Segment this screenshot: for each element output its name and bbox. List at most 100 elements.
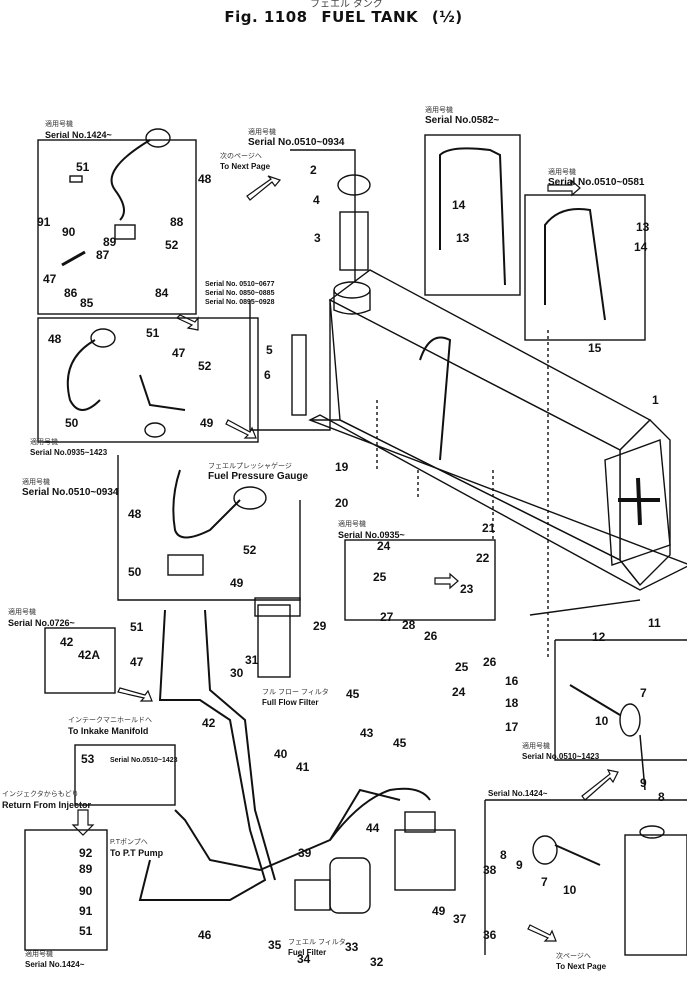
callout-part-15: 15 (588, 341, 602, 355)
callout-part-24a: 24 (377, 539, 391, 553)
callout-part-50b: 50 (128, 565, 142, 579)
figure-number: Fig. 1108 (224, 8, 308, 26)
callout-part-13a: 13 (456, 231, 470, 245)
callout-part-28: 28 (402, 618, 416, 632)
callout-part-53: 53 (81, 752, 95, 766)
inset-box-0726 (44, 627, 116, 694)
callout-part-21: 21 (482, 521, 496, 535)
inset-box-0510-0934 (117, 455, 301, 601)
callout-part-9b: 9 (516, 858, 523, 872)
callout-part-29: 29 (313, 619, 327, 633)
callout-part-18: 18 (505, 696, 519, 710)
callout-part-51b: 51 (146, 326, 160, 340)
inset-box-1424 (37, 139, 197, 315)
callout-part-10b: 10 (563, 883, 577, 897)
callout-part-23: 23 (460, 582, 474, 596)
serial-table: 適用号機 Serial No. 0510~0677 Serial No. 085… (205, 281, 275, 306)
callout-part-26a: 26 (424, 629, 438, 643)
callout-part-48c: 48 (128, 507, 142, 521)
figure-part: (½) (431, 8, 463, 26)
callout-part-40: 40 (274, 747, 288, 761)
callout-part-12: 12 (592, 630, 606, 644)
callout-part-48a: 48 (198, 172, 212, 186)
callout-part-7b: 7 (541, 875, 548, 889)
callout-part-49c: 49 (432, 904, 446, 918)
callout-part-91b: 91 (79, 904, 93, 918)
callout-part-22: 22 (476, 551, 490, 565)
callout-part-26b: 26 (483, 655, 497, 669)
callout-part-33: 33 (345, 940, 359, 954)
callout-part-47c: 47 (130, 655, 144, 669)
callout-part-39: 39 (298, 846, 312, 860)
inset-box-1424-small (24, 829, 108, 951)
callout-part-47a: 47 (43, 272, 57, 286)
callout-part-49a: 49 (200, 416, 214, 430)
callout-part-49b: 49 (230, 576, 244, 590)
callout-part-27: 27 (380, 610, 394, 624)
callout-part-48b: 48 (48, 332, 62, 346)
callout-part-31: 31 (245, 653, 259, 667)
callout-part-36: 36 (483, 928, 497, 942)
callout-part-43: 43 (360, 726, 374, 740)
inset-box-0935 (344, 539, 496, 621)
callout-part-50a: 50 (65, 416, 79, 430)
inset-box-0582 (424, 134, 521, 296)
callout-part-90b: 90 (79, 884, 93, 898)
callout-part-52c: 52 (243, 543, 257, 557)
callout-part-45a: 45 (346, 687, 360, 701)
callout-part-45b: 45 (393, 736, 407, 750)
callout-part-52a: 52 (165, 238, 179, 252)
figure-name: FUEL TANK (321, 8, 419, 26)
serial-label-0510-1423-left: Serial No.0510~1423 (110, 757, 178, 764)
callout-part-89b: 89 (79, 862, 93, 876)
callout-part-51d: 51 (79, 924, 93, 938)
callout-part-9a: 9 (640, 776, 647, 790)
callout-part-87: 87 (96, 248, 110, 262)
inset-box-0935-1423 (37, 317, 259, 443)
callout-part-24b: 24 (452, 685, 466, 699)
callout-part-47b: 47 (172, 346, 186, 360)
callout-part-2: 2 (310, 163, 317, 177)
callout-part-37: 37 (453, 912, 467, 926)
callout-part-20: 20 (335, 496, 349, 510)
callout-part-17: 17 (505, 720, 519, 734)
callout-part-6: 6 (264, 368, 271, 382)
callout-part-92: 92 (79, 846, 93, 860)
callout-part-38: 38 (483, 863, 497, 877)
serial-label-1424-right: Serial No.1424~ (488, 789, 548, 798)
callout-part-30: 30 (230, 666, 244, 680)
callout-part-14a: 14 (452, 198, 466, 212)
callout-part-25b: 25 (455, 660, 469, 674)
callout-part-35: 35 (268, 938, 282, 952)
callout-part-16: 16 (505, 674, 519, 688)
callout-part-13b: 13 (636, 220, 650, 234)
callout-part-10a: 10 (595, 714, 609, 728)
callout-part-8b: 8 (500, 848, 507, 862)
callout-part-42a: 42 (60, 635, 74, 649)
callout-part-84: 84 (155, 286, 169, 300)
callout-part-44: 44 (366, 821, 380, 835)
callout-part-42b: 42 (202, 716, 216, 730)
page-title: Fig. 1108 FUEL TANK (½) (0, 8, 687, 26)
callout-part-46: 46 (198, 928, 212, 942)
callout-part-51c: 51 (130, 620, 144, 634)
callout-part-91a: 91 (37, 215, 51, 229)
callout-part-14b: 14 (634, 240, 648, 254)
callout-part-51a: 51 (76, 160, 90, 174)
callout-part-8a: 8 (658, 790, 665, 804)
